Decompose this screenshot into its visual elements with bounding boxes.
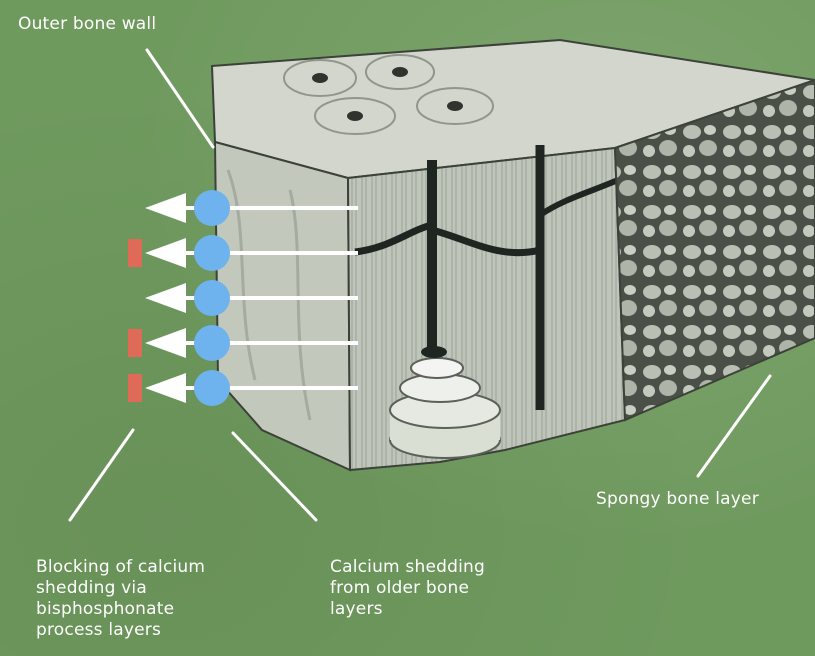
outer-wall-leader bbox=[147, 50, 213, 147]
calcium-dot bbox=[194, 235, 230, 271]
spongy-leader bbox=[698, 376, 770, 476]
blocking-label: Blocking of calcium shedding via bisphos… bbox=[36, 557, 296, 641]
blocking-leader bbox=[70, 430, 133, 520]
calcium-shedding-label: Calcium shedding from older bone layers bbox=[330, 557, 560, 620]
outer-wall-label: Outer bone wall bbox=[18, 14, 156, 35]
release-arrowhead bbox=[145, 373, 186, 403]
release-arrowhead bbox=[145, 328, 186, 358]
bisphosphonate-blocker bbox=[128, 239, 142, 267]
release-arrowhead bbox=[145, 283, 186, 313]
release-arrowhead bbox=[145, 193, 186, 223]
outer-wall-face bbox=[215, 142, 350, 470]
release-arrowhead bbox=[145, 238, 186, 268]
calcium-dot bbox=[194, 325, 230, 361]
calcium-dot bbox=[194, 370, 230, 406]
bisphosphonate-blocker bbox=[128, 329, 142, 357]
bisphosphonate-blocker bbox=[128, 374, 142, 402]
compact-bone-face bbox=[348, 145, 640, 470]
calcium-dot bbox=[194, 280, 230, 316]
calcium-dot bbox=[194, 190, 230, 226]
spongy-layer-label: Spongy bone layer bbox=[596, 489, 759, 510]
